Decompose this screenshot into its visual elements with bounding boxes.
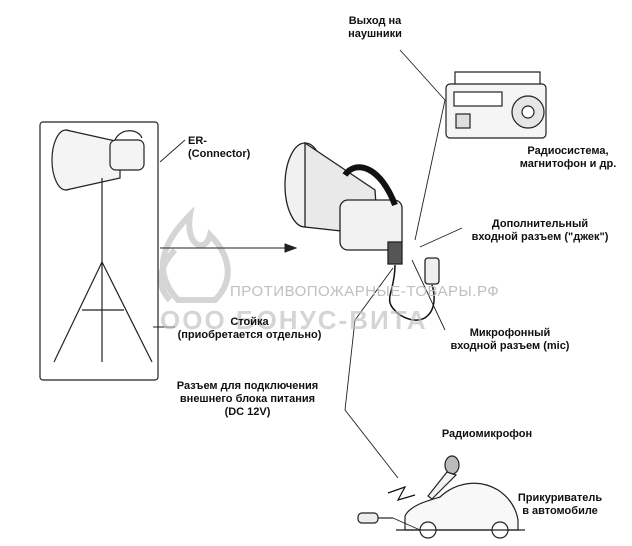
watermark-site: ПРОТИВОПОЖАРНЫЕ-ТОВАРЫ.РФ	[230, 283, 500, 300]
cigarette-plug-icon	[357, 512, 393, 524]
wireless-signal-icon	[387, 485, 416, 501]
radio-cassette-icon	[445, 71, 547, 139]
label-headphones-out: Выход на наушники	[348, 15, 402, 40]
leader-lines	[153, 49, 463, 531]
watermark-company: ООО БОНУС-ВИТА	[160, 305, 428, 335]
car-icon	[396, 482, 525, 539]
label-cigarette-lighter: Прикуриватель в автомобиле	[517, 492, 603, 517]
arrow-to-megaphone	[160, 243, 298, 253]
main-megaphone-icon	[284, 141, 440, 321]
label-radio-mic: Радиомикрофон	[441, 428, 533, 440]
label-stand: Стойка (приобретается отдельно)	[177, 316, 322, 341]
label-radio-system: Радиосистема, магнитофон и др.	[519, 145, 617, 170]
label-er-connector: ER-(Connector)	[188, 135, 251, 160]
megaphone-on-stand-icon	[51, 129, 153, 363]
label-aux-input: Дополнительный входной разъем ("джек")	[471, 218, 609, 243]
watermark-flame-icon	[158, 206, 231, 303]
label-power-connector: Разъем для подключения внешнего блока пи…	[176, 380, 319, 418]
label-mic-input: Микрофонный входной разъем (mic)	[450, 327, 570, 352]
